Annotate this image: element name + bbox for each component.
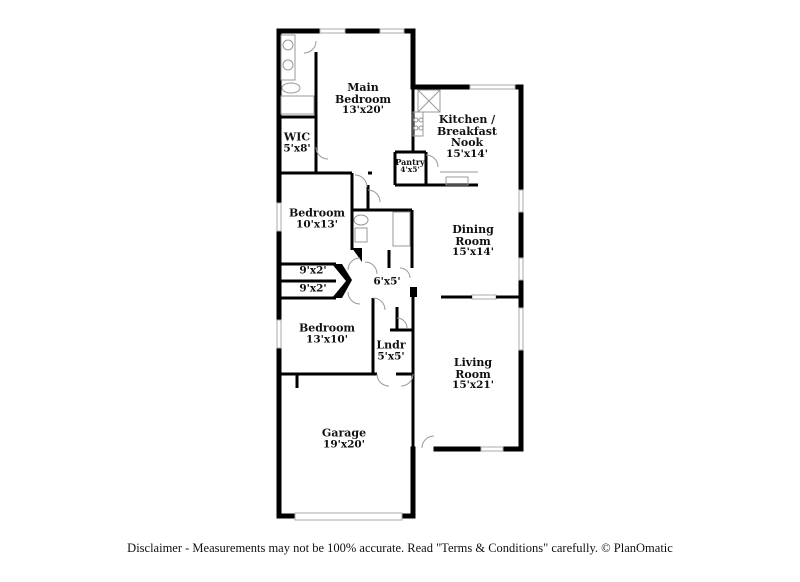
disclaimer-text: Disclaimer - Measurements may not be 100…	[127, 541, 673, 555]
room-name: Room	[455, 234, 491, 248]
fixtures	[280, 34, 478, 449]
room-name: Nook	[450, 136, 484, 150]
room-dimensions: 13'x20'	[342, 104, 384, 117]
room-dimensions: 5'x8'	[283, 142, 311, 155]
room-dimensions: 9'x2'	[299, 264, 327, 277]
exterior-walls	[276, 28, 524, 519]
room-name: Breakfast	[437, 124, 497, 138]
room-name: Room	[455, 367, 491, 381]
room-name: Living	[453, 355, 493, 369]
room-label-hall: 6'x5'	[373, 276, 400, 287]
windows	[276, 28, 524, 521]
room-name: Bedroom	[288, 206, 346, 220]
room-dimensions: 5'x5'	[377, 350, 405, 363]
room-label-closet-1: 9'x2'	[299, 265, 326, 276]
room-name: Garage	[321, 426, 367, 440]
room-dimensions: 9'x2'	[299, 282, 327, 295]
room-dimensions: 13'x10'	[306, 333, 348, 346]
room-dimensions: 10'x13'	[296, 218, 338, 231]
room-dimensions: 15'x14'	[446, 147, 488, 160]
room-dimensions: 19'x20'	[323, 438, 365, 451]
room-name: WIC	[283, 130, 311, 144]
wall-blocks	[332, 248, 417, 298]
room-dimensions: 6'x5'	[373, 275, 401, 288]
room-dimensions: 4'x5'	[400, 165, 420, 175]
room-label-closet-2: 9'x2'	[299, 283, 326, 294]
room-name: Bedroom	[298, 321, 356, 335]
room-name: Pantry	[395, 156, 425, 167]
room-dimensions: 15'x21'	[452, 379, 494, 392]
room-name: Main	[347, 80, 379, 94]
room-name: Bedroom	[334, 92, 392, 106]
room-name: Kitchen /	[438, 113, 496, 127]
room-name: Lndr	[376, 338, 406, 352]
room-dimensions: 15'x14'	[452, 246, 494, 259]
room-name: Dining	[452, 222, 494, 236]
